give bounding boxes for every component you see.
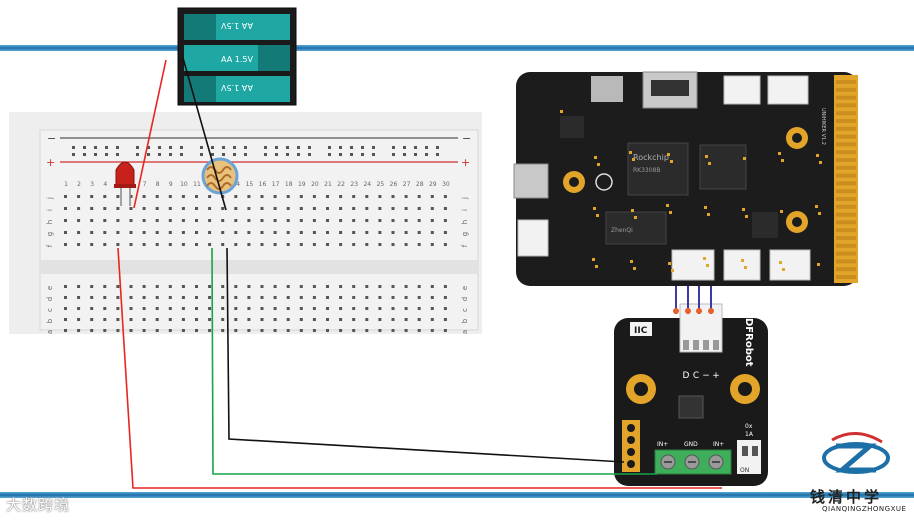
column-number: 2 <box>77 181 81 188</box>
bottom-banner-line <box>0 492 914 498</box>
driver-title: DFRobot <box>743 318 754 367</box>
column-number: 3 <box>90 181 94 188</box>
school-logo-icon <box>822 432 890 474</box>
row-letter: h <box>46 220 54 224</box>
row-letter: i <box>461 209 469 211</box>
column-number: 25 <box>377 181 385 188</box>
photoresistor <box>201 157 239 195</box>
column-number: 7 <box>143 181 147 188</box>
column-number: 9 <box>169 181 173 188</box>
column-number: 29 <box>429 181 437 188</box>
mainboard: Rockchip RK3308B ZhenQi UNIHIKER V1.2 <box>513 71 858 286</box>
wire-black-to-driver <box>226 247 625 463</box>
column-number: 10 <box>180 181 188 188</box>
board-side-label: UNIHIKER V1.2 <box>820 108 826 145</box>
row-letters: j j i i h h g g f f e e d d c c b b a a <box>46 197 469 334</box>
breadboard: − − + + 12345678910111213141516171819202… <box>9 112 482 334</box>
row-letter: e <box>461 286 469 290</box>
school-name-en: QIANQINGZHONGXUE <box>822 505 907 513</box>
row-letter: e <box>46 286 54 290</box>
row-letter: c <box>46 308 54 312</box>
terminal-label-1: GND <box>684 441 698 448</box>
red-led <box>114 161 136 206</box>
column-number: 18 <box>285 181 293 188</box>
wire-green-to-driver <box>211 247 657 475</box>
column-number: 1 <box>64 181 68 188</box>
switch-label: ON <box>740 467 749 474</box>
column-number: 28 <box>416 181 424 188</box>
soc-model: RK3308B <box>633 167 661 174</box>
column-number: 21 <box>324 181 332 188</box>
battery-cell-label: AA 1.5V <box>221 21 253 30</box>
driver-pin-label: D <box>683 371 690 381</box>
column-number: 24 <box>363 181 371 188</box>
column-number: 20 <box>311 181 319 188</box>
school-name: 钱清中学 <box>810 488 883 506</box>
soc-brand: Rockchip <box>633 153 669 162</box>
row-letter: c <box>461 308 469 312</box>
row-letter: i <box>46 209 54 211</box>
row-letter: f <box>46 244 54 247</box>
watermark: 大数跨境 <box>6 496 71 514</box>
terminal-holes <box>64 195 447 332</box>
column-number: 11 <box>193 181 201 188</box>
ram-text: ZhenQi <box>611 227 633 234</box>
top-banner-line <box>0 45 914 51</box>
rail-plus-right: + <box>461 156 470 169</box>
row-letter: d <box>461 297 469 301</box>
iic-label: IIC <box>634 326 648 336</box>
power-rail-holes <box>72 146 439 156</box>
column-number: 23 <box>350 181 358 188</box>
column-number: 4 <box>103 181 107 188</box>
row-letter: b <box>461 318 469 323</box>
driver-pin-label: C <box>693 371 699 381</box>
row-letter: g <box>461 232 469 236</box>
row-letter: b <box>46 318 54 323</box>
column-number: 15 <box>246 181 254 188</box>
rail-minus-right: − <box>462 132 471 145</box>
addr-label-1: 1A <box>745 431 754 438</box>
row-letter: g <box>46 232 54 236</box>
row-letter: j <box>46 197 54 200</box>
wire-led-to-driver <box>117 247 722 489</box>
row-letter: a <box>461 330 469 334</box>
column-number: 30 <box>442 181 450 188</box>
driver-pin-label: − <box>702 371 710 381</box>
addr-label-0: 0x <box>745 423 753 430</box>
terminal-label-0: IN+ <box>657 441 668 448</box>
rail-minus-left: − <box>47 132 56 145</box>
row-letter: h <box>461 220 469 224</box>
row-letter: d <box>46 297 54 301</box>
battery-pack: AA 1.5V AA 1.5V AA 1.5V <box>177 7 297 106</box>
column-number: 26 <box>390 181 398 188</box>
column-number: 27 <box>403 181 411 188</box>
terminal-label-2: IN+ <box>713 441 724 448</box>
column-number: 17 <box>272 181 280 188</box>
row-letter: a <box>46 330 54 334</box>
wire-battery-minus <box>182 57 227 211</box>
column-number: 8 <box>156 181 160 188</box>
row-letter: f <box>461 244 469 247</box>
battery-cell-label: AA 1.5V <box>221 83 253 92</box>
wires <box>117 57 722 489</box>
column-number: 16 <box>259 181 267 188</box>
wire-battery-plus <box>133 59 167 209</box>
column-number: 22 <box>337 181 345 188</box>
driver-pin-label: + <box>712 371 720 381</box>
rail-plus-left: + <box>46 156 55 169</box>
column-number: 19 <box>298 181 306 188</box>
row-letter: j <box>461 197 469 200</box>
battery-cell-label: AA 1.5V <box>221 55 253 64</box>
